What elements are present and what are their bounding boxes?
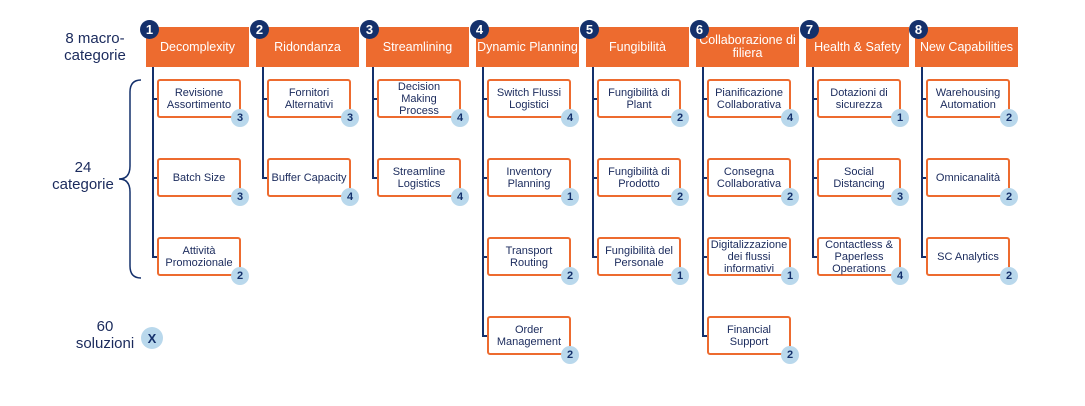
solution-count-badge: 2 bbox=[231, 267, 249, 285]
solutions-badge: X bbox=[141, 327, 163, 349]
macro-category-number: 1 bbox=[140, 20, 159, 39]
solution-count-badge: 1 bbox=[671, 267, 689, 285]
category-card: Batch Size bbox=[157, 158, 241, 197]
macro-category-header: Fungibilità bbox=[586, 27, 689, 67]
macro-category-header: Health & Safety bbox=[806, 27, 909, 67]
categories-brace bbox=[118, 79, 142, 279]
solution-count-badge: 2 bbox=[781, 188, 799, 206]
solution-count-badge: 2 bbox=[561, 346, 579, 364]
macro-category-header: Collaborazione di filiera bbox=[696, 27, 799, 67]
solution-count-badge: 1 bbox=[781, 267, 799, 285]
category-card: Consegna Collaborativa bbox=[707, 158, 791, 197]
solution-count-badge: 4 bbox=[891, 267, 909, 285]
category-card: Fornitori Alternativi bbox=[267, 79, 351, 118]
category-card: Fungibilità di Plant bbox=[597, 79, 681, 118]
solution-count-badge: 2 bbox=[1000, 188, 1018, 206]
macro-category-number: 3 bbox=[360, 20, 379, 39]
connector-line bbox=[702, 67, 704, 336]
solution-count-badge: 2 bbox=[1000, 267, 1018, 285]
category-card: Decision Making Process bbox=[377, 79, 461, 118]
macro-category-header: New Capabilities bbox=[915, 27, 1018, 67]
macro-category-number: 6 bbox=[690, 20, 709, 39]
categories-label: 24 categorie bbox=[52, 159, 114, 193]
macro-category-header: Streamlining bbox=[366, 27, 469, 67]
category-card: Order Management bbox=[487, 316, 571, 355]
solution-count-badge: 3 bbox=[231, 109, 249, 127]
solution-count-badge: 2 bbox=[1000, 109, 1018, 127]
category-card: Switch Flussi Logistici bbox=[487, 79, 571, 118]
solution-count-badge: 4 bbox=[561, 109, 579, 127]
macro-category-number: 8 bbox=[909, 20, 928, 39]
macro-category-header: Decomplexity bbox=[146, 27, 249, 67]
category-card: Attività Promozionale bbox=[157, 237, 241, 276]
category-card: Streamline Logistics bbox=[377, 158, 461, 197]
solution-count-badge: 4 bbox=[451, 109, 469, 127]
macro-category-header: Ridondanza bbox=[256, 27, 359, 67]
solution-count-badge: 4 bbox=[781, 109, 799, 127]
category-card: Omnicanalità bbox=[926, 158, 1010, 197]
category-card: Digitalizzazione dei flussi informativi bbox=[707, 237, 791, 276]
solution-count-badge: 4 bbox=[341, 188, 359, 206]
category-card: SC Analytics bbox=[926, 237, 1010, 276]
solution-count-badge: 4 bbox=[451, 188, 469, 206]
category-card: Dotazioni di sicurezza bbox=[817, 79, 901, 118]
macro-category-number: 7 bbox=[800, 20, 819, 39]
connector-line bbox=[482, 67, 484, 336]
category-card: Pianificazione Collaborativa bbox=[707, 79, 791, 118]
solution-count-badge: 3 bbox=[891, 188, 909, 206]
solution-count-badge: 2 bbox=[671, 188, 689, 206]
connector-line bbox=[262, 67, 264, 178]
solution-count-badge: 2 bbox=[781, 346, 799, 364]
connector-line bbox=[152, 67, 154, 257]
solution-count-badge: 2 bbox=[671, 109, 689, 127]
category-card: Social Distancing bbox=[817, 158, 901, 197]
category-card: Buffer Capacity bbox=[267, 158, 351, 197]
category-card: Transport Routing bbox=[487, 237, 571, 276]
category-card: Fungibilità del Personale bbox=[597, 237, 681, 276]
solution-count-badge: 1 bbox=[561, 188, 579, 206]
macro-category-header: Dynamic Planning bbox=[476, 27, 579, 67]
solution-count-badge: 1 bbox=[891, 109, 909, 127]
connector-line bbox=[921, 67, 923, 257]
connector-line bbox=[812, 67, 814, 257]
solution-count-badge: 2 bbox=[561, 267, 579, 285]
category-card: Warehousing Automation bbox=[926, 79, 1010, 118]
category-card: Financial Support bbox=[707, 316, 791, 355]
solutions-label: 60 soluzioni bbox=[75, 318, 135, 352]
macro-category-number: 4 bbox=[470, 20, 489, 39]
category-card: Revisione Assortimento bbox=[157, 79, 241, 118]
macro-categories-label: 8 macro- categorie bbox=[64, 30, 126, 64]
connector-line bbox=[372, 67, 374, 178]
macro-category-number: 2 bbox=[250, 20, 269, 39]
solution-count-badge: 3 bbox=[231, 188, 249, 206]
category-card: Contactless & Paperless Operations bbox=[817, 237, 901, 276]
connector-line bbox=[592, 67, 594, 257]
macro-category-number: 5 bbox=[580, 20, 599, 39]
category-card: Fungibilità di Prodotto bbox=[597, 158, 681, 197]
solution-count-badge: 3 bbox=[341, 109, 359, 127]
category-card: Inventory Planning bbox=[487, 158, 571, 197]
